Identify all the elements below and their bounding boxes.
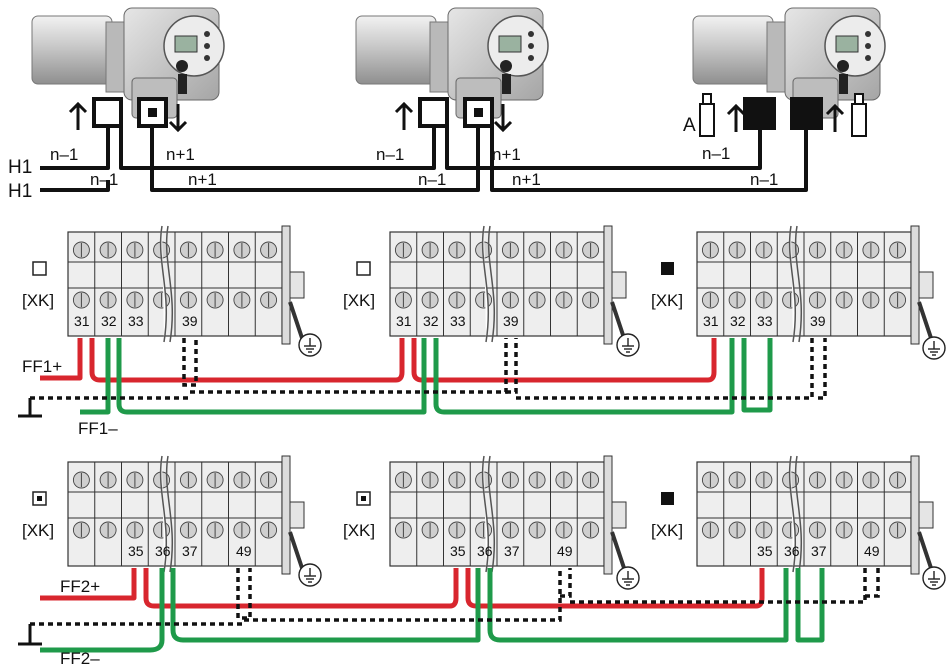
row1-terminal-numbers: 31 32 33 39 31 32 33 39 31 32 33 39 — [74, 313, 826, 329]
n-minus-label: n–1 — [50, 145, 78, 164]
ground-icon — [616, 333, 640, 357]
xk-label: [XK] — [651, 521, 683, 540]
terminal-number: 31 — [74, 313, 90, 329]
direction-arrows — [68, 101, 845, 133]
connector-open-icon — [356, 261, 371, 276]
bus-lines — [40, 126, 808, 192]
connector-open-icon — [32, 261, 47, 276]
ff1-shield-wire — [30, 338, 827, 400]
ff2-minus-label: FF2– — [60, 649, 100, 667]
ff2-minus-wire — [40, 568, 825, 653]
terminal-number: 39 — [810, 313, 826, 329]
terminal-number: 49 — [864, 543, 880, 559]
ground-icon — [922, 566, 946, 590]
terminal-number: 49 — [557, 543, 573, 559]
terminal-number: 33 — [128, 313, 144, 329]
ff1-minus-wire — [80, 338, 773, 415]
ff1-plus-label: FF1+ — [22, 357, 62, 376]
actuator-2-image — [355, 7, 549, 119]
ground-icon — [298, 563, 322, 587]
terminal-number: 32 — [423, 313, 439, 329]
terminal-number: 35 — [128, 543, 144, 559]
adapter-label: A — [683, 115, 696, 136]
connector-dot-icon — [361, 496, 366, 501]
ff2-plus-label: FF2+ — [60, 577, 100, 596]
terminal-number: 32 — [101, 313, 117, 329]
n-plus-label: n+1 — [188, 170, 217, 189]
xk-label: [XK] — [343, 521, 375, 540]
n-plus-label: n+1 — [512, 170, 541, 189]
terminal-number: 39 — [182, 313, 198, 329]
connector-filled-icon — [661, 492, 674, 505]
terminal-number: 33 — [757, 313, 773, 329]
n-minus-label: n–1 — [376, 145, 404, 164]
terminal-number: 33 — [450, 313, 466, 329]
terminal-number: 36 — [784, 543, 800, 559]
n-plus-label: n+1 — [492, 145, 521, 164]
terminal-number: 36 — [477, 543, 493, 559]
xk-label: [XK] — [651, 291, 683, 310]
xk-label: [XK] — [343, 291, 375, 310]
ff1-shield-ground-icon — [18, 398, 42, 418]
connector-dot-icon — [37, 496, 42, 501]
adapter-plugs — [699, 93, 867, 137]
ff2-shield-wire — [30, 568, 880, 626]
terminal-number: 37 — [182, 543, 198, 559]
terminal-number: 39 — [503, 313, 519, 329]
row2-terminal-numbers: 35 36 37 49 35 36 37 49 35 36 37 49 — [128, 543, 880, 559]
xk-label: [XK] — [22, 521, 54, 540]
terminal-number: 37 — [811, 543, 827, 559]
n-plus-label: n+1 — [166, 145, 195, 164]
terminal-number: 37 — [504, 543, 520, 559]
n-minus-label: n–1 — [750, 170, 778, 189]
terminal-number: 31 — [396, 313, 412, 329]
terminal-number: 36 — [155, 543, 171, 559]
xk-label: [XK] — [22, 291, 54, 310]
n-minus-label: n–1 — [702, 144, 730, 163]
ff2-shield-ground-icon — [18, 624, 42, 646]
ff1-plus-wire — [40, 338, 717, 383]
actuator-1-image — [31, 7, 225, 119]
n-minus-label: n–1 — [418, 170, 446, 189]
ground-icon — [616, 566, 640, 590]
ground-icon — [298, 333, 322, 357]
h1-label-lower: H1 — [8, 181, 32, 202]
terminal-number: 31 — [703, 313, 719, 329]
ground-icon — [922, 336, 946, 360]
n-minus-label: n–1 — [90, 170, 118, 189]
connector-filled-icon — [661, 262, 674, 275]
terminal-number: 49 — [236, 543, 252, 559]
ff1-minus-label: FF1– — [78, 419, 118, 438]
h1-label-upper: H1 — [8, 157, 32, 178]
terminal-number: 35 — [757, 543, 773, 559]
terminal-number: 32 — [730, 313, 746, 329]
terminal-number: 35 — [450, 543, 466, 559]
